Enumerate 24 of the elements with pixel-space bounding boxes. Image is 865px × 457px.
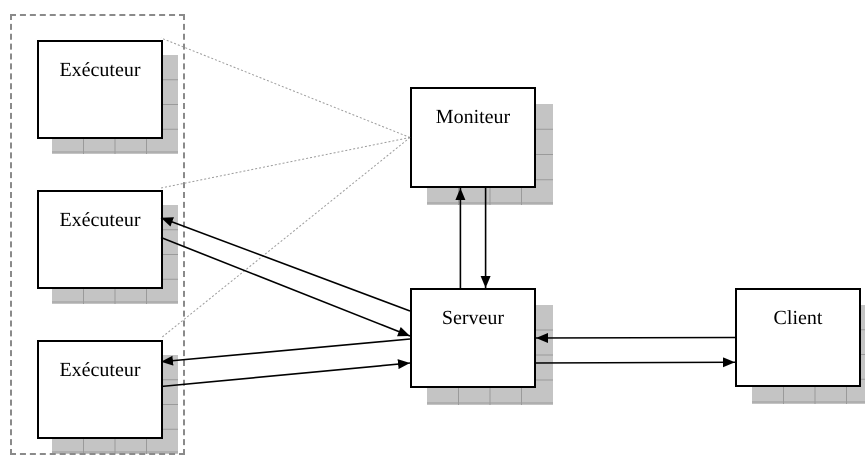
- process-box: [410, 288, 536, 388]
- node-label: Exécuteur: [58, 208, 142, 232]
- process-box: [37, 40, 163, 139]
- arrow: [160, 216, 410, 312]
- arrow: [455, 188, 466, 288]
- connector-line: [160, 137, 410, 338]
- arrow: [536, 332, 735, 343]
- node-label: Moniteur: [434, 105, 512, 129]
- process-box: [410, 87, 536, 188]
- connector-line: [160, 137, 410, 188]
- node-label: Exécuteur: [58, 358, 142, 382]
- node-label: Exécuteur: [58, 58, 142, 82]
- arrow: [160, 236, 410, 337]
- node-label: Serveur: [440, 306, 506, 330]
- node-label: Client: [772, 306, 824, 330]
- group-frame: [10, 14, 185, 455]
- process-box: [37, 340, 163, 439]
- connector-line: [160, 38, 410, 138]
- arrow: [480, 188, 491, 288]
- arrow: [160, 338, 410, 366]
- process-box: [37, 190, 163, 289]
- arrow: [160, 359, 410, 388]
- process-box: [735, 288, 861, 387]
- arrow: [536, 357, 735, 368]
